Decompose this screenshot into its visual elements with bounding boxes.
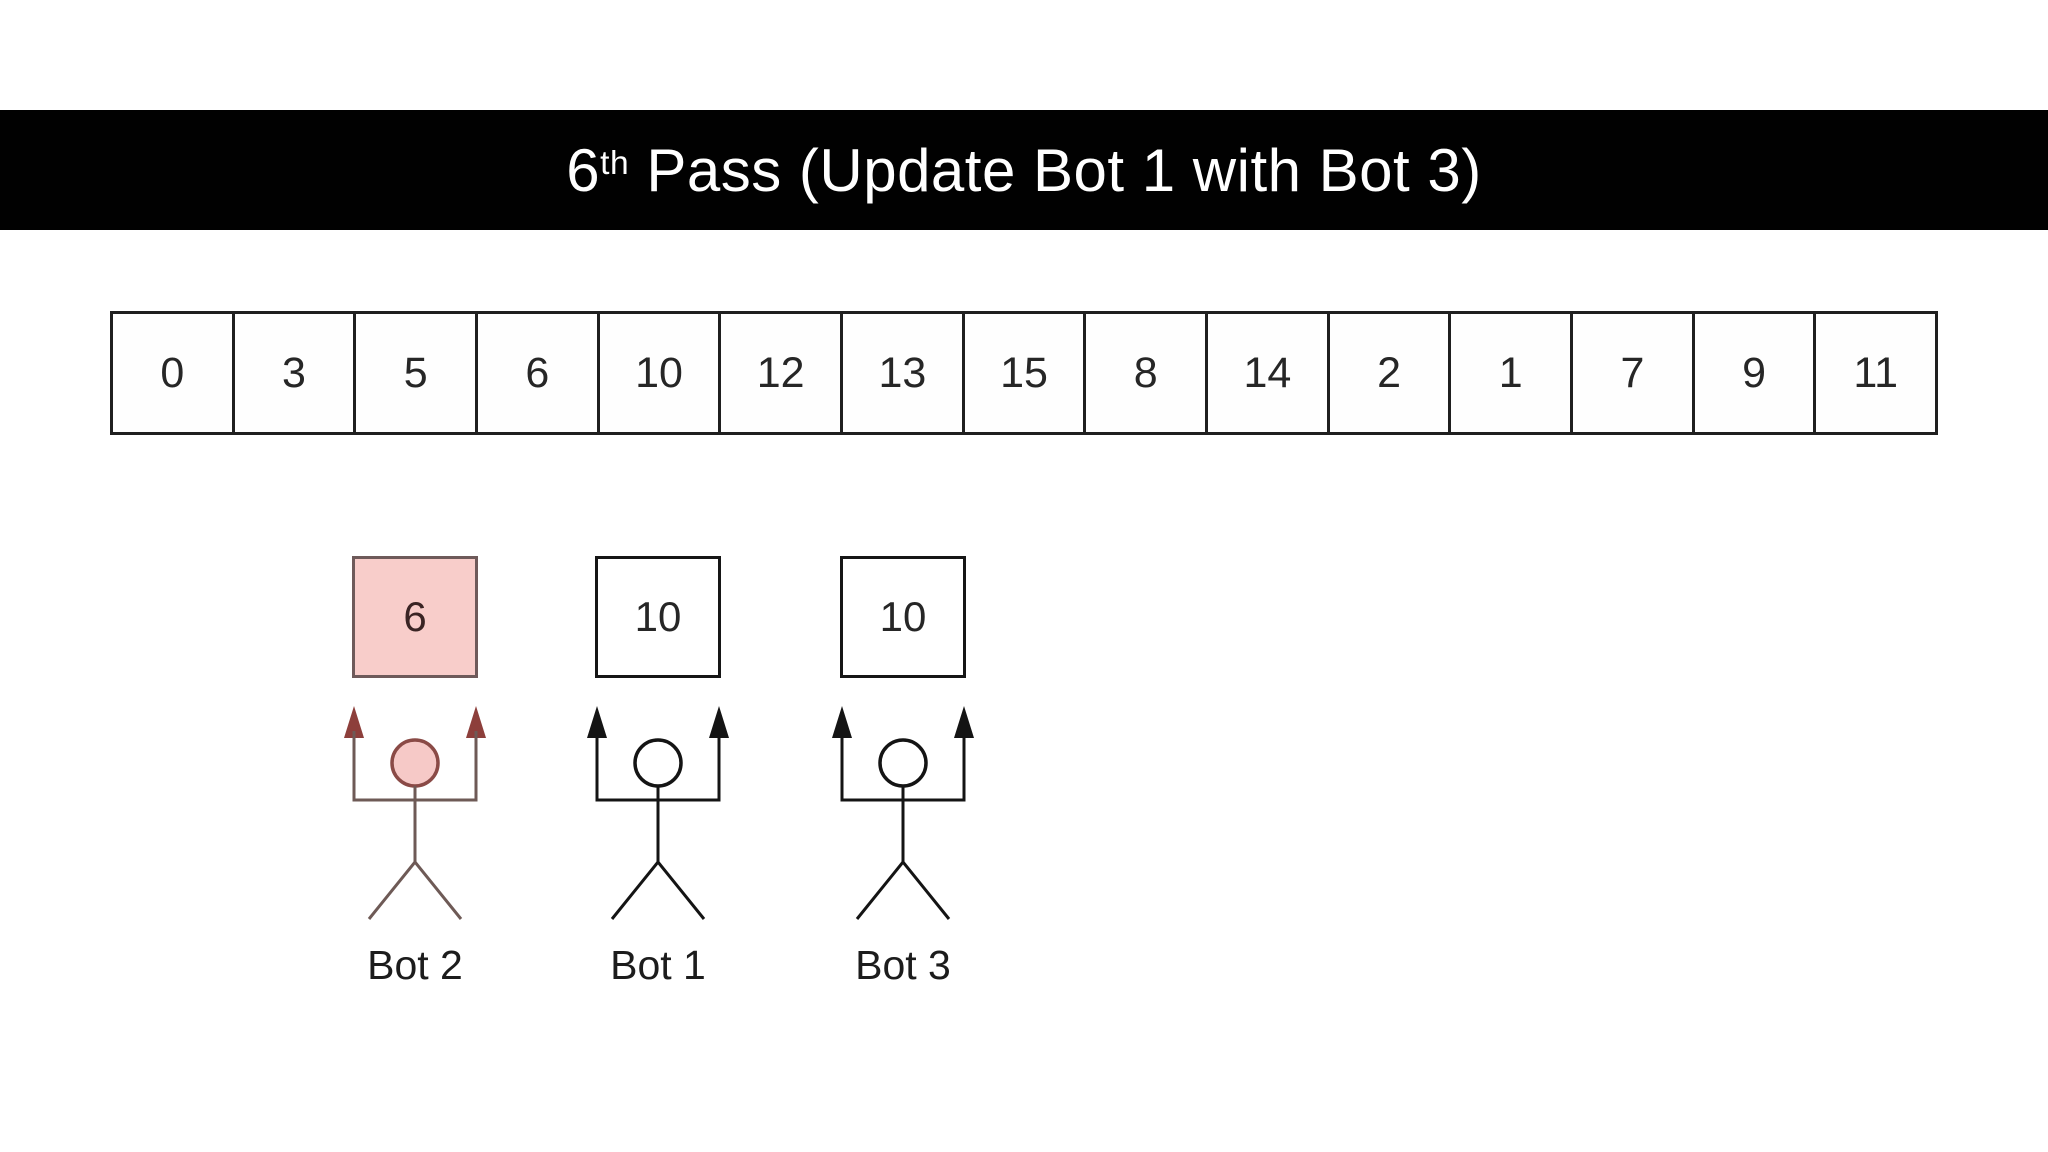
array-cell-value: 7 bbox=[1620, 348, 1645, 397]
bot-1-value-box: 10 bbox=[595, 556, 721, 678]
array-cell-value: 1 bbox=[1498, 348, 1523, 397]
array-cell: 7 bbox=[1573, 314, 1695, 432]
bot-3-value: 10 bbox=[879, 593, 927, 640]
array-cell-value: 11 bbox=[1853, 348, 1899, 397]
bot-2-group: 6 Bot 2 bbox=[340, 556, 490, 996]
bot-head bbox=[633, 738, 683, 788]
bot-1-value: 10 bbox=[634, 593, 682, 640]
bot-2-value-box: 6 bbox=[352, 556, 478, 678]
bot-3-label: Bot 3 bbox=[855, 942, 951, 988]
up-arrow-icon bbox=[832, 706, 852, 738]
array-cell: 2 bbox=[1330, 314, 1452, 432]
array-cell-value: 5 bbox=[403, 348, 428, 397]
array-cell-value: 13 bbox=[878, 348, 927, 397]
up-arrow-icon bbox=[587, 706, 607, 738]
array-strip: 0 3 5 6 10 12 13 15 8 14 2 1 7 9 11 bbox=[110, 311, 1938, 435]
bot-3-group: 10 Bot 3 bbox=[828, 556, 978, 996]
array-cell: 5 bbox=[356, 314, 479, 432]
array-cell: 9 bbox=[1695, 314, 1817, 432]
bot-1-figure bbox=[587, 706, 729, 920]
title-rest: Pass (Update Bot 1 with Bot 3) bbox=[629, 136, 1482, 204]
array-cell: 8 bbox=[1086, 314, 1209, 432]
array-cell: 3 bbox=[235, 314, 357, 432]
title-ordinal-suffix: th bbox=[600, 145, 630, 183]
bot-3-figure bbox=[832, 706, 974, 920]
array-cell-value: 3 bbox=[282, 348, 306, 397]
title-bar: 6th Pass (Update Bot 1 with Bot 3) bbox=[0, 110, 2048, 230]
page-title: 6th Pass (Update Bot 1 with Bot 3) bbox=[566, 136, 1481, 205]
bot-legs bbox=[855, 859, 951, 920]
array-cell: 14 bbox=[1208, 314, 1330, 432]
title-number: 6 bbox=[566, 136, 601, 204]
array-cell: 1 bbox=[1451, 314, 1574, 432]
array-cell-value: 6 bbox=[525, 348, 550, 397]
bot-legs bbox=[610, 859, 706, 920]
up-arrow-icon bbox=[709, 706, 729, 738]
bot-1-group: 10 Bot 1 bbox=[583, 556, 733, 996]
array-cell-value: 10 bbox=[635, 348, 683, 397]
bot-1-label: Bot 1 bbox=[610, 942, 706, 988]
array-cell: 13 bbox=[843, 314, 965, 432]
array-cell-value: 15 bbox=[1000, 348, 1048, 397]
array-cell: 11 bbox=[1816, 314, 1935, 432]
array-cell-value: 8 bbox=[1133, 348, 1158, 397]
array-cell-value: 12 bbox=[756, 348, 805, 397]
up-arrow-icon bbox=[466, 706, 486, 738]
array-cell-value: 2 bbox=[1377, 348, 1402, 397]
array-cell-value: 0 bbox=[160, 348, 185, 397]
bot-3-value-box: 10 bbox=[840, 556, 966, 678]
array-cell-value: 9 bbox=[1742, 348, 1767, 397]
up-arrow-icon bbox=[954, 706, 974, 738]
array-cell: 12 bbox=[721, 314, 844, 432]
bot-legs bbox=[367, 859, 463, 920]
array-cell: 0 bbox=[113, 314, 235, 432]
bot-2-value: 6 bbox=[403, 593, 427, 640]
bot-head bbox=[390, 738, 440, 788]
array-cell: 6 bbox=[478, 314, 600, 432]
array-cell-value: 14 bbox=[1243, 348, 1292, 397]
array-cell: 15 bbox=[965, 314, 1087, 432]
bot-2-figure bbox=[344, 706, 486, 920]
bot-head bbox=[878, 738, 928, 788]
bot-2-label: Bot 2 bbox=[367, 942, 463, 988]
array-cell: 10 bbox=[600, 314, 722, 432]
up-arrow-icon bbox=[344, 706, 364, 738]
